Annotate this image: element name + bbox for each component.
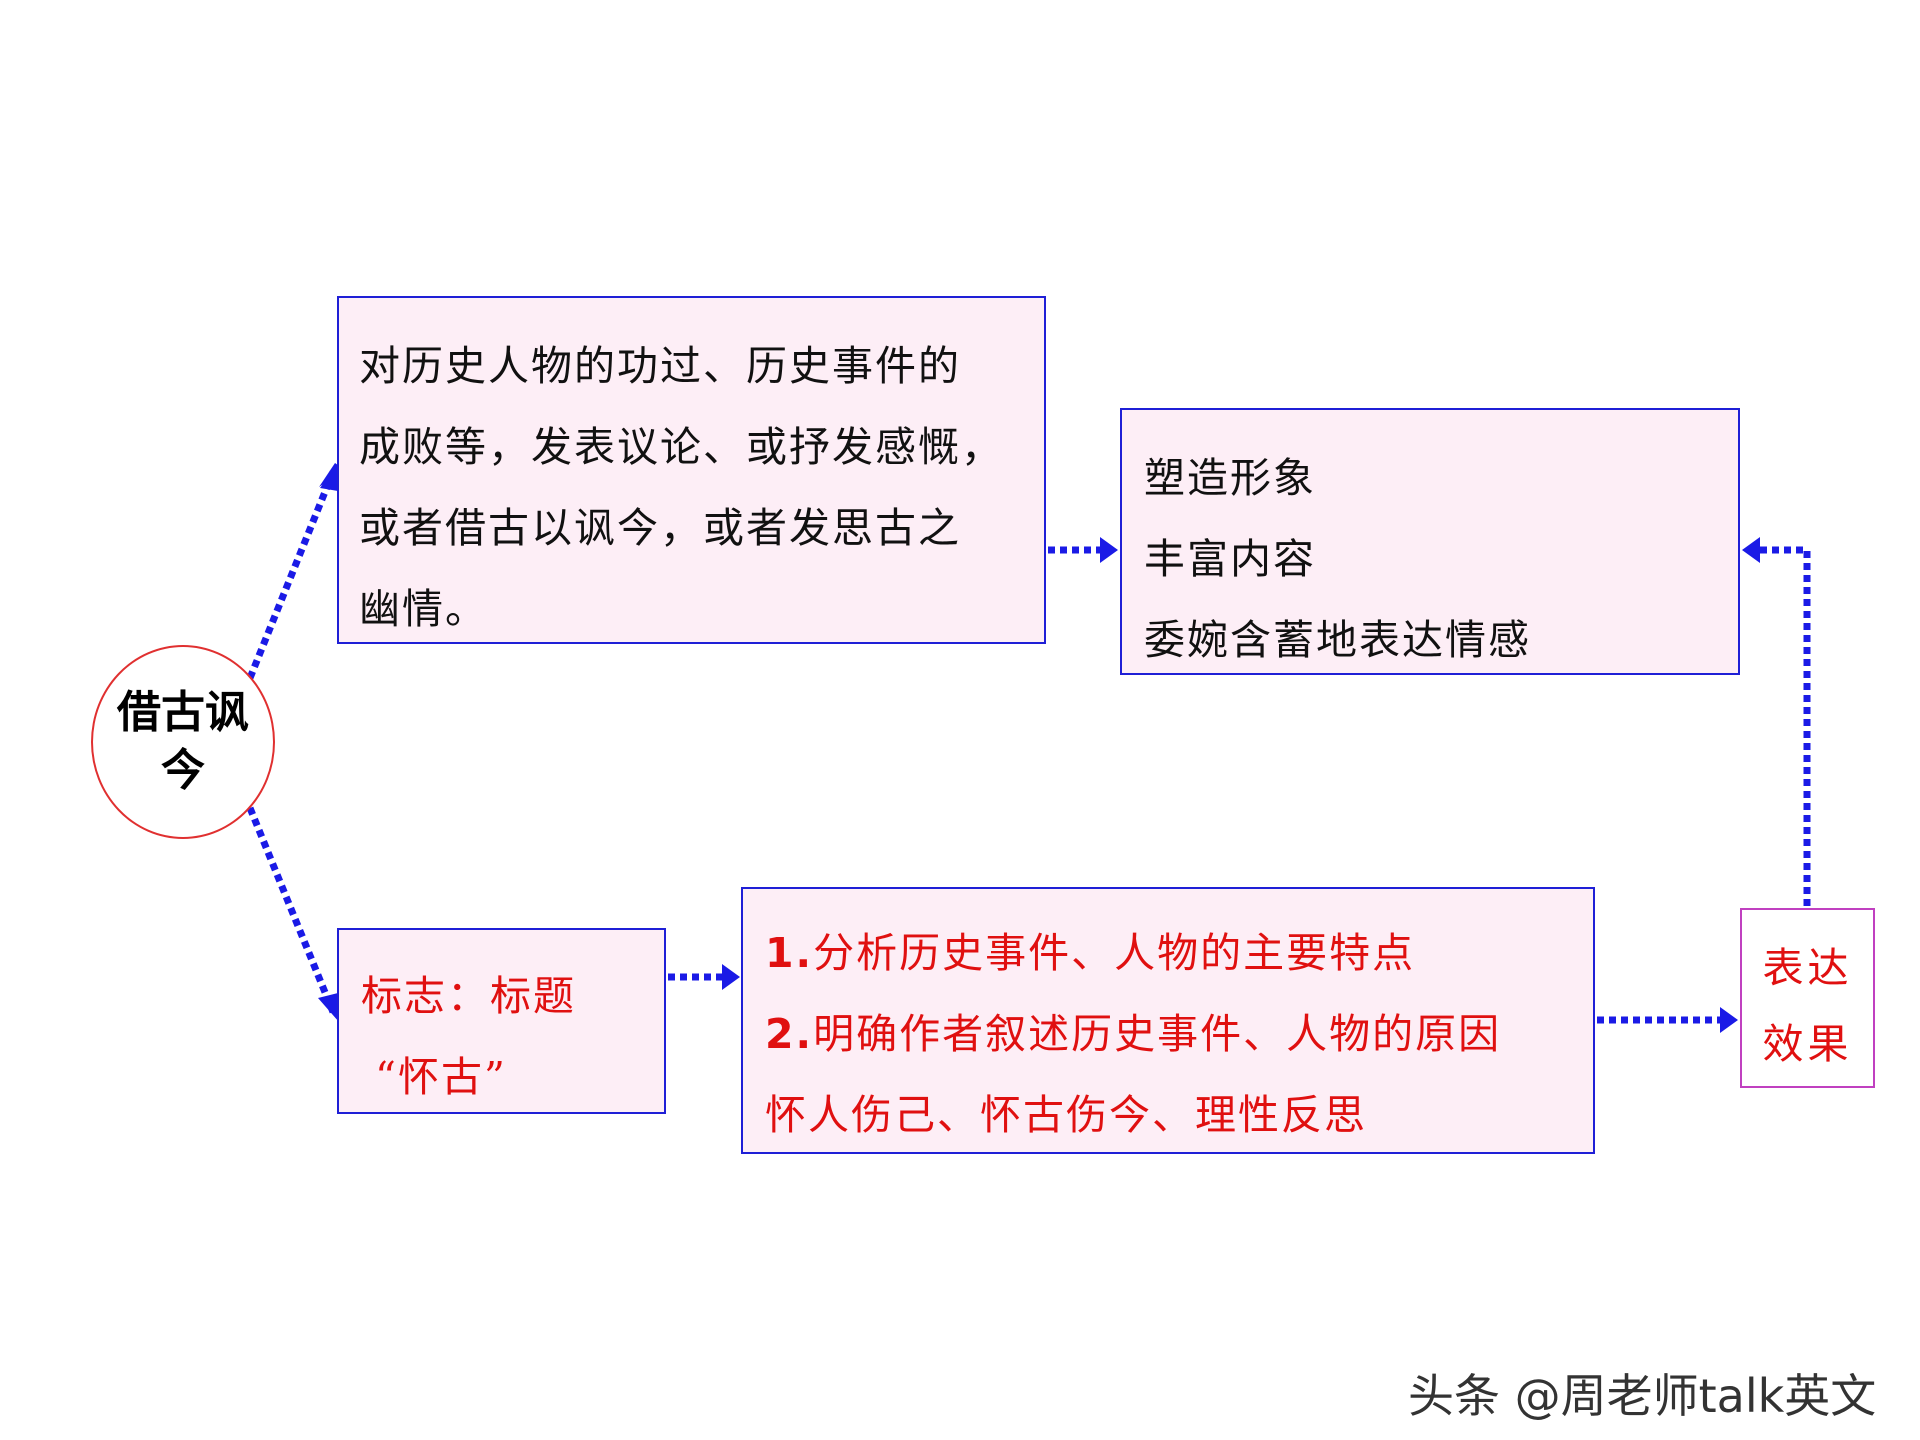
- arrowhead-effects-tip: [1100, 537, 1118, 563]
- arrowhead-analysis-tip: [722, 964, 740, 990]
- analysis-item-2: 2.明确作者叙述历史事件、人物的原因: [765, 994, 1593, 1075]
- analysis-item-2-number: 2.: [765, 1010, 814, 1058]
- analysis-item-2-text: 明确作者叙述历史事件、人物的原因: [813, 1010, 1502, 1058]
- definition-line-3: 或者借古以讽今，或者发思古之: [359, 504, 961, 552]
- arrow-center-to-top-box: [246, 470, 337, 680]
- definition-line-1: 对历史人物的功过、历史事件的: [359, 342, 961, 390]
- analysis-item-1-number: 1.: [765, 929, 814, 977]
- express-line-2: 效果: [1762, 1020, 1853, 1068]
- arrowhead-effects-right-tip: [1742, 537, 1760, 563]
- arrow-center-to-sign-box: [246, 806, 337, 1014]
- arrowhead-sign-box-tip: [318, 992, 342, 1022]
- effects-box: 塑造形象 丰富内容 委婉含蓄地表达情感: [1120, 408, 1740, 675]
- definition-line-2: 成败等，发表议论、或抒发感慨，: [359, 423, 1004, 471]
- express-line-1: 表达: [1762, 944, 1853, 992]
- effect-item-3: 委婉含蓄地表达情感: [1144, 616, 1531, 664]
- definition-line-4: 幽情。: [359, 585, 488, 633]
- analysis-line-3: 怀人伤己、怀古伤今、理性反思: [765, 1091, 1367, 1139]
- effect-item-1: 塑造形象: [1144, 454, 1316, 502]
- sign-box: 标志：标题 “怀古”: [337, 928, 666, 1114]
- center-topic-circle: 借古讽今: [91, 645, 275, 839]
- arrowhead-express-tip: [1720, 1007, 1738, 1033]
- sign-line-2: “怀古”: [375, 1053, 507, 1101]
- center-topic-label: 借古讽今: [117, 687, 249, 796]
- watermark: 头条 @周老师talk英文: [1408, 1369, 1877, 1423]
- analysis-item-1: 1.分析历史事件、人物的主要特点: [765, 913, 1593, 994]
- express-effect-box: 表达 效果: [1740, 908, 1875, 1088]
- arrow-express-to-effects: [1760, 546, 1811, 906]
- effect-item-2: 丰富内容: [1144, 535, 1316, 583]
- sign-line-1: 标志：标题: [361, 972, 576, 1020]
- analysis-box: 1.分析历史事件、人物的主要特点 2.明确作者叙述历史事件、人物的原因 怀人伤己…: [741, 887, 1595, 1154]
- definition-box: 对历史人物的功过、历史事件的 成败等，发表议论、或抒发感慨， 或者借古以讽今，或…: [337, 296, 1046, 644]
- analysis-item-1-text: 分析历史事件、人物的主要特点: [813, 929, 1416, 977]
